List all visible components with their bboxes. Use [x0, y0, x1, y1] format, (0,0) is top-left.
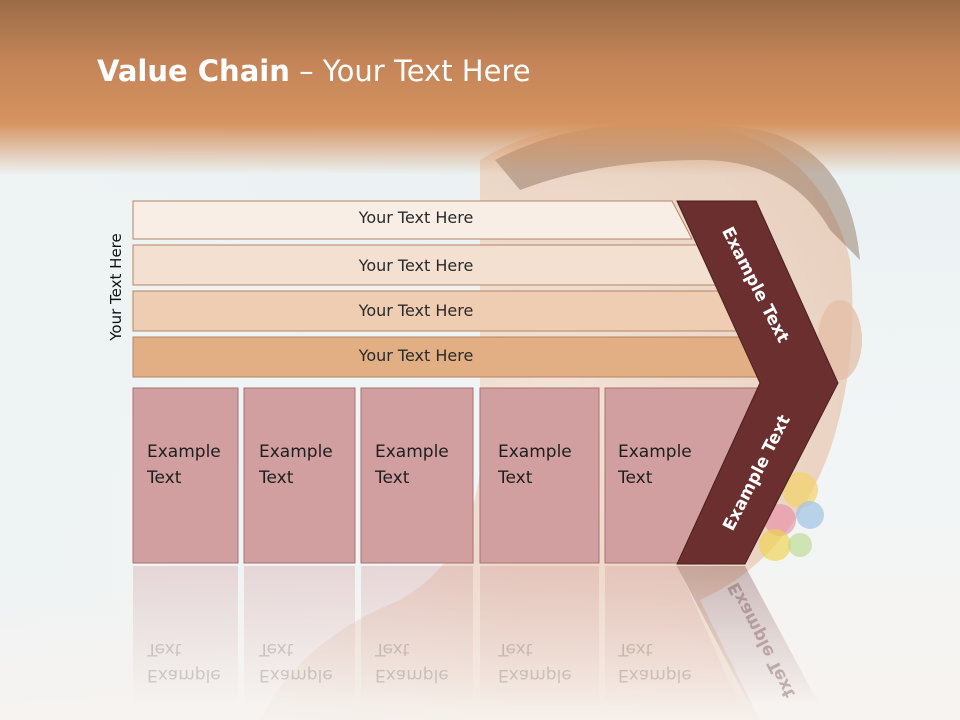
box-1-line2: Text: [147, 468, 182, 488]
row-1-label: Your Text Here: [358, 208, 474, 227]
slide-title: Value Chain – Your Text Here: [97, 54, 531, 88]
box-2-reflection: [244, 566, 355, 706]
box-1-line1: Example: [147, 442, 221, 462]
title-band: [0, 0, 960, 175]
box-1-reflection: [133, 566, 238, 706]
box-5-reflection: [605, 566, 740, 706]
box-5-refl-line1: Example: [618, 665, 692, 685]
box-3-line2: Text: [375, 468, 410, 488]
box-1-refl-line1: Example: [147, 665, 221, 685]
title-bold: Value Chain: [97, 54, 290, 88]
box-5-line1: Example: [618, 442, 692, 462]
row-4-label: Your Text Here: [358, 346, 474, 365]
box-2-label-reflection: Example Text: [259, 636, 333, 688]
box-5-line2: Text: [618, 468, 653, 488]
box-4-reflection: [480, 566, 599, 706]
box-3-refl-line2: Text: [375, 639, 410, 659]
box-2: [243, 387, 356, 564]
box-2-refl-line1: Example: [259, 665, 333, 685]
box-2-line2: Text: [259, 468, 294, 488]
box-1: [132, 387, 239, 564]
box-3-label-reflection: Example Text: [375, 636, 449, 688]
row-3-label: Your Text Here: [358, 301, 474, 320]
row-2-label: Your Text Here: [358, 256, 474, 275]
box-3-refl-line1: Example: [375, 665, 449, 685]
box-4-line2: Text: [498, 468, 533, 488]
chevron-reflection: [677, 566, 820, 706]
box-3-line1: Example: [375, 442, 449, 462]
box-4: [479, 387, 600, 564]
box-1-label-reflection: Example Text: [147, 636, 221, 688]
box-4-refl-line1: Example: [498, 665, 572, 685]
box-4-line1: Example: [498, 442, 572, 462]
box-3-reflection: [361, 566, 473, 706]
box-3: [360, 387, 474, 564]
box-2-refl-line2: Text: [259, 639, 294, 659]
box-5-label-reflection: Example Text: [618, 636, 692, 688]
box-1-refl-line2: Text: [147, 639, 182, 659]
box-4-refl-line2: Text: [498, 639, 533, 659]
row-1-bar: [132, 200, 693, 240]
box-2-line1: Example: [259, 442, 333, 462]
title-rest: – Your Text Here: [289, 54, 531, 88]
chevron-arrow: [676, 200, 839, 565]
box-4-label-reflection: Example Text: [498, 636, 572, 688]
box-5-refl-line2: Text: [618, 639, 653, 659]
